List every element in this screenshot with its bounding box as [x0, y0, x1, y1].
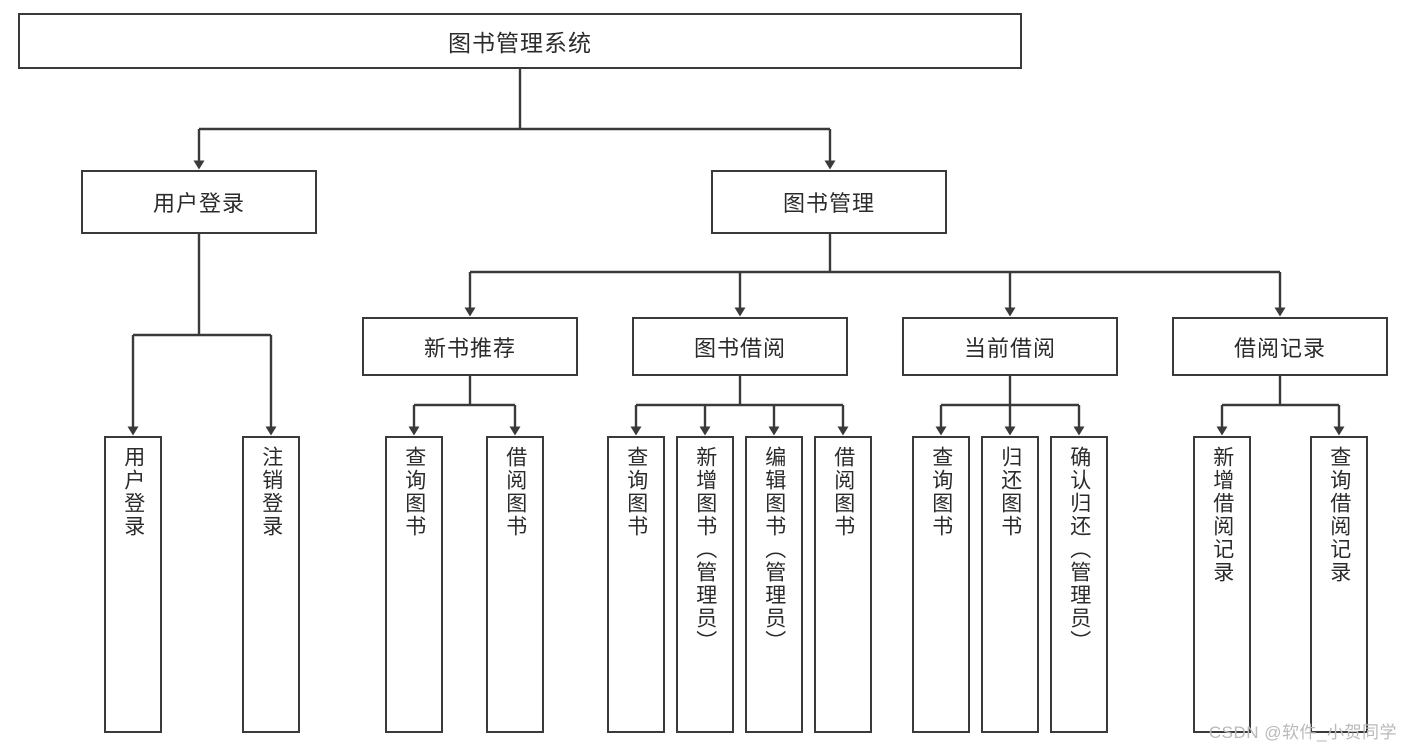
node-leaf-return-book[interactable]: 归还图书 [981, 436, 1039, 733]
node-leaf-add-record-label: 新增借阅记录 [1210, 446, 1234, 584]
node-leaf-query-book-1[interactable]: 查询图书 [385, 436, 443, 733]
node-new-book-rec-label: 新书推荐 [423, 335, 516, 361]
node-leaf-add-book-label: 新增图书（管理员） [693, 446, 717, 653]
node-leaf-query-book-1-label: 查询图书 [402, 446, 426, 538]
node-book-borrow-label: 图书借阅 [693, 335, 786, 361]
node-borrow-record[interactable]: 借阅记录 [1172, 317, 1388, 376]
node-current-borrow-label: 当前借阅 [963, 335, 1056, 361]
node-leaf-logout-label: 注销登录 [259, 446, 283, 538]
node-leaf-edit-book[interactable]: 编辑图书（管理员） [745, 436, 803, 733]
node-leaf-add-record[interactable]: 新增借阅记录 [1193, 436, 1251, 733]
node-root[interactable]: 图书管理系统 [18, 13, 1022, 69]
node-current-borrow[interactable]: 当前借阅 [902, 317, 1118, 376]
node-new-book-rec[interactable]: 新书推荐 [362, 317, 578, 376]
node-leaf-user-login-label: 用户登录 [121, 446, 145, 538]
node-leaf-user-login[interactable]: 用户登录 [104, 436, 162, 733]
node-leaf-confirm-return[interactable]: 确认归还（管理员） [1050, 436, 1108, 733]
node-leaf-borrow-book-2[interactable]: 借阅图书 [814, 436, 872, 733]
node-leaf-borrow-book-2-label: 借阅图书 [831, 446, 855, 538]
node-book-borrow[interactable]: 图书借阅 [632, 317, 848, 376]
node-user-login[interactable]: 用户登录 [81, 170, 317, 234]
watermark: CSDN @软件_小贺同学 [1208, 723, 1397, 742]
node-leaf-add-book[interactable]: 新增图书（管理员） [676, 436, 734, 733]
node-user-login-label: 用户登录 [152, 191, 245, 216]
node-leaf-confirm-return-label: 确认归还（管理员） [1067, 446, 1091, 653]
node-leaf-query-book-2[interactable]: 查询图书 [607, 436, 665, 733]
node-leaf-edit-book-label: 编辑图书（管理员） [762, 446, 786, 653]
node-leaf-query-book-2-label: 查询图书 [624, 446, 648, 538]
node-leaf-borrow-book-1[interactable]: 借阅图书 [486, 436, 544, 733]
node-borrow-record-label: 借阅记录 [1233, 335, 1326, 361]
node-book-manage[interactable]: 图书管理 [711, 170, 947, 234]
node-book-manage-label: 图书管理 [782, 191, 875, 216]
node-leaf-query-book-3[interactable]: 查询图书 [912, 436, 970, 733]
node-leaf-query-record-label: 查询借阅记录 [1327, 446, 1351, 584]
node-leaf-query-record[interactable]: 查询借阅记录 [1310, 436, 1368, 733]
node-leaf-query-book-3-label: 查询图书 [929, 446, 953, 538]
node-leaf-logout[interactable]: 注销登录 [242, 436, 300, 733]
node-leaf-return-book-label: 归还图书 [998, 446, 1022, 538]
node-root-label: 图书管理系统 [448, 30, 592, 56]
node-leaf-borrow-book-1-label: 借阅图书 [503, 446, 527, 538]
